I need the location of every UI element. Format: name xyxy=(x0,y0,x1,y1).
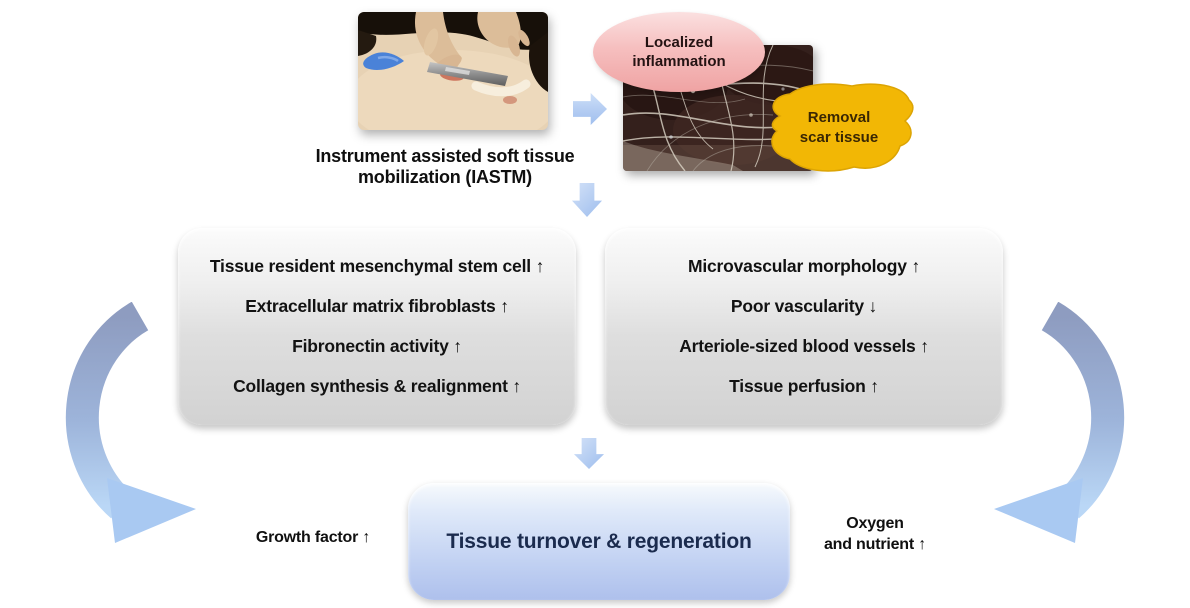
cellular-effects-box: Tissue resident mesenchymal stem cell ↑ … xyxy=(178,228,576,425)
effect-item: Collagen synthesis & realignment ↑ xyxy=(233,376,521,397)
arrow-right-icon xyxy=(573,93,607,125)
scar-label-line2: scar tissue xyxy=(799,129,879,146)
arrow-down-bottom-icon xyxy=(573,438,605,469)
effect-item: Poor vascularity ↓ xyxy=(730,295,878,316)
oxygen-label-line2: and nutrient ↑ xyxy=(823,536,927,553)
tissue-turnover-outcome-box: Tissue turnover & regeneration xyxy=(408,483,790,600)
inflammation-label-line1: Localized xyxy=(644,34,714,51)
effect-item: Tissue perfusion ↑ xyxy=(729,376,879,397)
curved-arrow-left-icon xyxy=(65,302,196,543)
effect-item: Fibronectin activity ↑ xyxy=(292,336,462,357)
localized-inflammation-callout: Localized inflammation xyxy=(593,12,765,92)
oxygen-label-line1: Oxygen xyxy=(846,515,904,532)
scar-callout-text: Removal scar tissue xyxy=(760,80,918,176)
removal-scar-tissue-callout: Removal scar tissue xyxy=(760,80,918,176)
iastm-caption-line2: mobilization (IASTM) xyxy=(358,167,532,187)
oxygen-nutrient-label: Oxygen and nutrient ↑ xyxy=(805,513,945,555)
effect-item: Microvascular morphology ↑ xyxy=(687,255,921,276)
effect-item: Arteriole-sized blood vessels ↑ xyxy=(679,336,929,357)
growth-factor-label: Growth factor ↑ xyxy=(255,529,371,546)
arrow-down-top-icon xyxy=(571,183,603,217)
iastm-caption: Instrument assisted soft tissue mobiliza… xyxy=(295,146,595,188)
effect-item: Extracellular matrix fibroblasts ↑ xyxy=(245,295,509,316)
iastm-treatment-photo xyxy=(358,12,548,130)
scar-callout-blob xyxy=(771,83,914,172)
outcome-label: Tissue turnover & regeneration xyxy=(446,529,752,553)
effect-item: Tissue resident mesenchymal stem cell ↑ xyxy=(209,255,545,276)
vascular-effects-box: Microvascular morphology ↑ Poor vascular… xyxy=(605,228,1003,425)
inflammation-label-line2: inflammation xyxy=(632,53,726,70)
curved-arrow-right-icon xyxy=(994,302,1125,543)
scar-label-line1: Removal xyxy=(807,109,871,126)
iastm-caption-line1: Instrument assisted soft tissue xyxy=(315,146,575,166)
